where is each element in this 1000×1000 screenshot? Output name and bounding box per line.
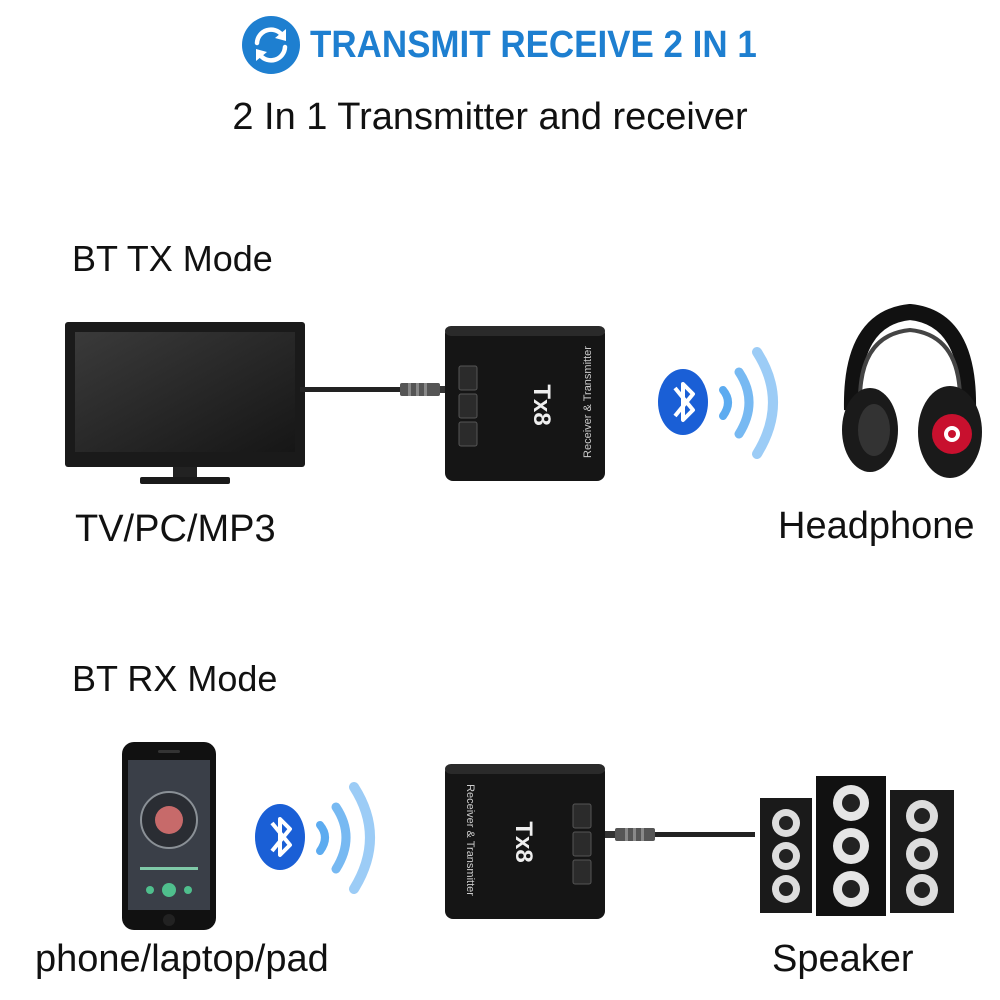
header: TRANSMIT RECEIVE 2 IN 1 — [240, 10, 796, 80]
tx-mode-label: BT TX Mode — [72, 238, 273, 279]
speaker-image — [760, 776, 954, 916]
tx-bluetooth-signal — [658, 347, 778, 459]
header-title: TRANSMIT RECEIVE 2 IN 1 — [310, 23, 757, 66]
tv-image — [65, 322, 305, 484]
tx-source-label: TV/PC/MP3 — [75, 508, 276, 550]
rx-audio-cable — [605, 828, 755, 841]
rx-mode-label: BT RX Mode — [72, 658, 278, 699]
rx-bluetooth-signal — [255, 782, 375, 894]
tx-target-label: Headphone — [778, 505, 975, 547]
rx-source-label: phone/laptop/pad — [35, 938, 329, 980]
tx-audio-cable — [300, 383, 450, 396]
subtitle: 2 In 1 Transmitter and receiver — [232, 96, 748, 138]
tx-device-model: Tx8 — [528, 384, 555, 426]
headphone-image — [842, 303, 982, 478]
tx-device-subtext: Receiver & Transmitter — [582, 346, 594, 458]
tx8-device-rx — [445, 764, 605, 919]
sync-arrows-icon — [242, 16, 300, 74]
rx-device-subtext: Receiver & Transmitter — [464, 784, 476, 896]
tx8-device-tx — [445, 326, 605, 481]
rx-device-model: Tx8 — [510, 821, 537, 863]
rx-target-label: Speaker — [772, 938, 914, 980]
phone-image — [122, 742, 216, 930]
